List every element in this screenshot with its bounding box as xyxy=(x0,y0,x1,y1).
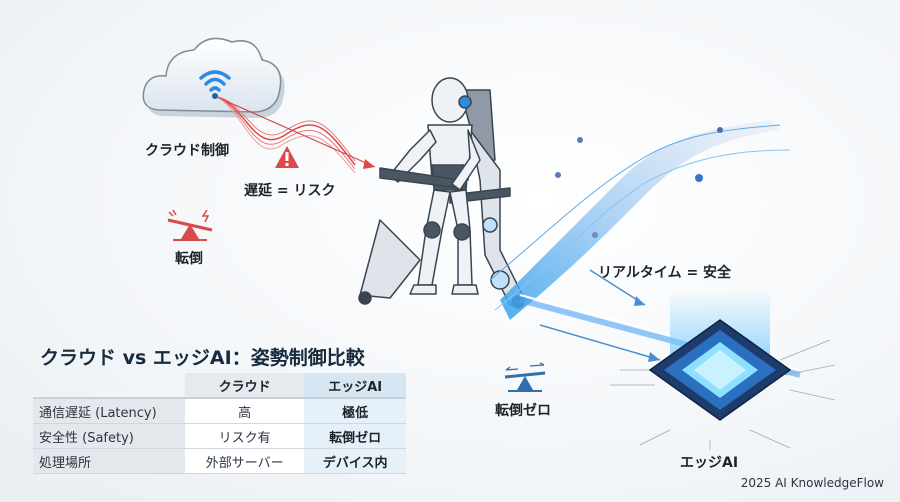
tipping-seesaw-icon xyxy=(167,209,213,241)
comparison-title: クラウド vs エッジAI：姿勢制御比較 xyxy=(40,347,365,369)
comparison-table: クラウド エッジAI 通信遅延 (Latency) 高 極低 安全性 (Safe… xyxy=(33,373,406,474)
row-label: 処理場所 xyxy=(33,448,185,474)
table-row: 処理場所 外部サーバー デバイス内 xyxy=(33,448,406,474)
cloud-cell: リスク有 xyxy=(185,423,305,449)
latency-risk-label: 遅延 = リスク xyxy=(244,183,336,199)
header-blank xyxy=(33,373,185,399)
warning-icon xyxy=(275,146,299,168)
row-label: 通信遅延 (Latency) xyxy=(33,398,185,424)
table-row: 通信遅延 (Latency) 高 極低 xyxy=(33,398,406,424)
balanced-seesaw-icon xyxy=(504,362,546,392)
header-cloud: クラウド xyxy=(185,373,305,399)
edge-ai-label: エッジAI xyxy=(680,455,739,471)
table-header-row: クラウド エッジAI xyxy=(33,373,406,399)
row-label: 安全性 (Safety) xyxy=(33,423,185,449)
header-edge-ai: エッジAI xyxy=(304,373,406,399)
no-fall-label: 転倒ゼロ xyxy=(495,403,551,419)
edge-cell: 転倒ゼロ xyxy=(304,423,406,449)
robot-illustration xyxy=(358,77,526,309)
edge-ai-chip-icon xyxy=(610,290,836,450)
footer-credit: 2025 AI KnowledgeFlow xyxy=(740,476,884,490)
wifi-icon xyxy=(199,70,231,99)
realtime-safe-label: リアルタイム = 安全 xyxy=(598,265,732,281)
edge-cell: デバイス内 xyxy=(304,448,406,474)
cloud-cell: 外部サーバー xyxy=(185,448,305,474)
fall-label: 転倒 xyxy=(175,251,203,267)
table-row: 安全性 (Safety) リスク有 転倒ゼロ xyxy=(33,423,406,449)
latency-wave xyxy=(216,96,376,174)
cloud-cell: 高 xyxy=(185,398,305,424)
cloud-control-label: クラウド制御 xyxy=(145,143,229,159)
edge-cell: 極低 xyxy=(304,398,406,424)
